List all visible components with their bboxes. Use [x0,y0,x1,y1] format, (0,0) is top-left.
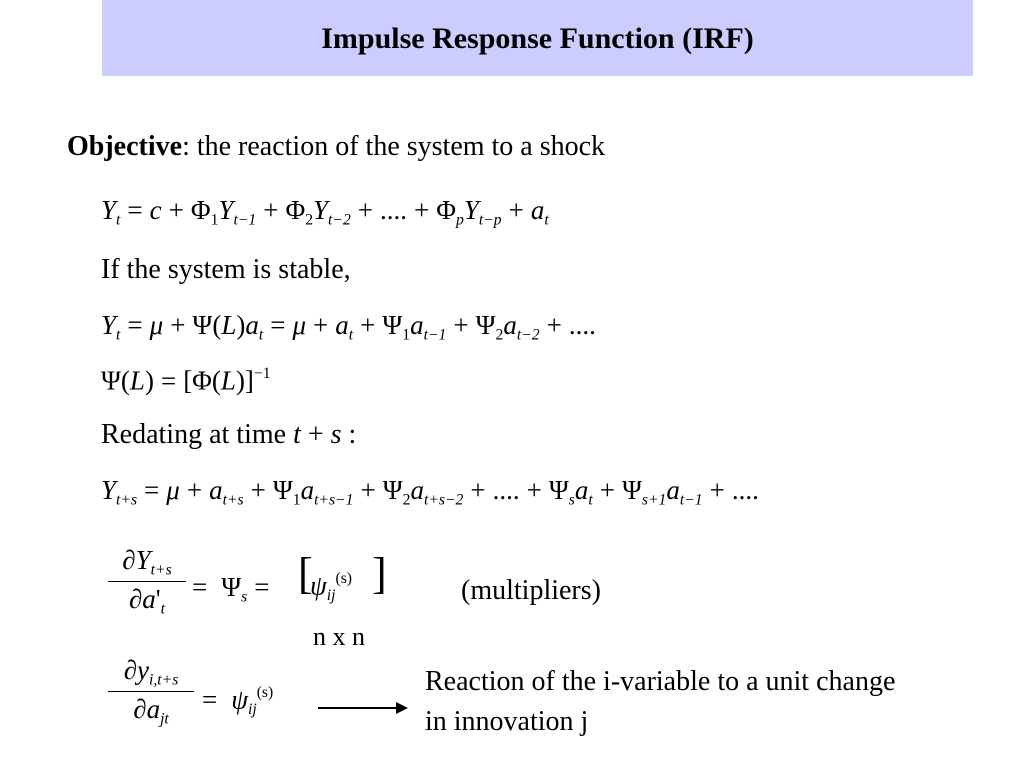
psi-matrix: ψij(s) [310,570,353,605]
redating-text: Redating at time [101,419,287,450]
redated-equation: Yt+s=μ+at+s+Ψ1at+s−1+Ψ2at+s−2+....+Ψsat+… [101,475,759,509]
dimension-label: n x n [313,622,365,651]
element-rhs: =ψij(s) [202,684,274,719]
multiplier-rhs: =Ψs= [192,572,270,606]
right-bracket: ] [372,549,387,598]
element-fraction: ∂yi,t+s ∂ajt [106,655,196,729]
title-banner: Impulse Response Function (IRF) [102,0,973,76]
arrow-icon [318,707,400,709]
objective-text: : the reaction of the system to a shock [182,131,606,162]
multiplier-fraction: ∂Yt+s ∂a't [106,545,188,619]
objective-line: Objective: the reaction of the system to… [67,131,605,163]
stable-text: If the system is stable, [101,254,351,285]
multipliers-label: (multipliers) [461,575,601,606]
redating-line: Redating at time t + s : [101,419,357,450]
reaction-line-1: Reaction of the i-variable to a unit cha… [425,666,896,697]
slide-title: Impulse Response Function (IRF) [321,22,754,55]
psi-equation: Ψ(L)=[Φ(L)]−1 [101,365,271,396]
left-bracket: [ [298,549,313,598]
objective-label: Objective [67,131,183,162]
var-equation: Yt=c+Φ1Yt−1+Φ2Yt−2+....+ΦpYt−p+at [101,195,549,229]
reaction-line-2: in innovation j [425,706,589,737]
ma-equation: Yt=μ+Ψ(L)at=μ+at+Ψ1at−1+Ψ2at−2+.... [101,310,596,344]
arrow-head-icon [396,702,408,714]
